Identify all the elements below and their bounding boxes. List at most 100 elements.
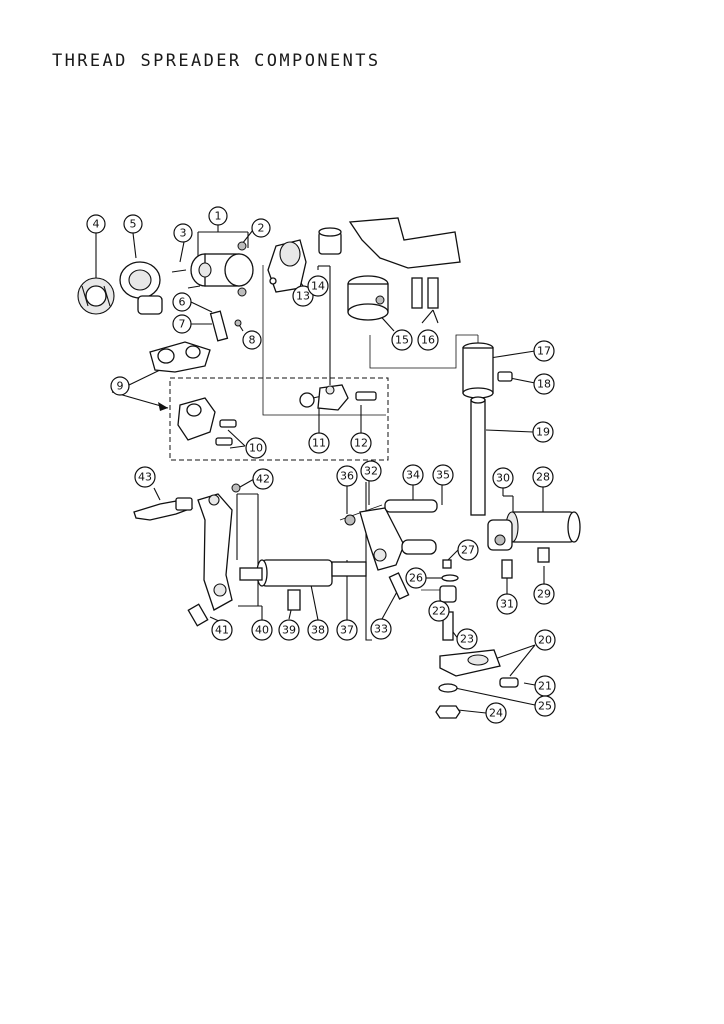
part-lever-bracket	[347, 217, 461, 321]
part-needle-bearing	[77, 277, 115, 315]
part-bearing-holder	[119, 261, 163, 315]
svg-text:11: 11	[312, 437, 326, 450]
callout-39: 39	[278, 619, 300, 641]
callout-40: 40	[251, 619, 273, 641]
callout-10: 10	[245, 437, 267, 459]
svg-text:8: 8	[249, 334, 256, 347]
svg-text:28: 28	[536, 471, 550, 484]
svg-text:27: 27	[461, 544, 475, 557]
svg-text:24: 24	[489, 707, 503, 720]
callout-7: 7	[172, 314, 192, 334]
svg-text:16: 16	[421, 334, 435, 347]
svg-text:42: 42	[256, 473, 270, 486]
callout-21: 21	[534, 675, 556, 697]
svg-text:38: 38	[311, 624, 325, 637]
callout-9: 9	[110, 376, 130, 396]
callout-36: 36	[336, 465, 358, 487]
callout-19: 19	[532, 421, 554, 443]
callout-14: 14	[307, 275, 329, 297]
svg-text:43: 43	[138, 471, 152, 484]
callout-30: 30	[492, 467, 514, 489]
svg-text:39: 39	[282, 624, 296, 637]
callout-13: 13	[292, 285, 314, 307]
callout-35: 35	[432, 464, 454, 486]
svg-text:13: 13	[296, 290, 310, 303]
svg-text:30: 30	[496, 472, 510, 485]
svg-text:37: 37	[340, 624, 354, 637]
callout-11: 11	[308, 432, 330, 454]
callout-17: 17	[533, 340, 555, 362]
part-bell-crank	[187, 483, 241, 627]
part-crank	[267, 239, 307, 293]
callout-18: 18	[533, 373, 555, 395]
svg-text:1: 1	[215, 210, 222, 223]
svg-text:22: 22	[432, 605, 446, 618]
callout-37: 37	[336, 619, 358, 641]
part-main-shaft	[239, 559, 367, 611]
callouts: 1 2 3 4 5 6 7 8 9 10 11 12 13 14 15 16 1…	[86, 206, 556, 724]
svg-text:25: 25	[538, 700, 552, 713]
svg-text:36: 36	[340, 470, 354, 483]
callout-25: 25	[534, 695, 556, 717]
svg-text:15: 15	[395, 334, 409, 347]
svg-text:4: 4	[93, 218, 100, 231]
svg-text:5: 5	[130, 218, 137, 231]
svg-text:14: 14	[311, 280, 325, 293]
callout-23: 23	[456, 628, 478, 650]
svg-text:19: 19	[536, 426, 550, 439]
callout-16: 16	[417, 329, 439, 351]
callout-31: 31	[496, 593, 518, 615]
svg-text:3: 3	[180, 227, 187, 240]
part-clamp-upper	[149, 341, 211, 373]
svg-text:12: 12	[354, 437, 368, 450]
callout-27: 27	[457, 539, 479, 561]
callout-41: 41	[211, 619, 233, 641]
part-ball-joint	[299, 384, 377, 411]
page-title: THREAD SPREADER COMPONENTS	[52, 51, 381, 71]
part-thread-spreader	[133, 497, 194, 521]
svg-text:33: 33	[374, 623, 388, 636]
svg-text:26: 26	[409, 572, 423, 585]
callout-15: 15	[391, 329, 413, 351]
part-eccentric-cam	[171, 241, 254, 297]
callout-24: 24	[485, 702, 507, 724]
svg-text:20: 20	[538, 634, 552, 647]
part-link-arm	[344, 499, 438, 600]
svg-text:32: 32	[364, 465, 378, 478]
callout-6: 6	[172, 292, 192, 312]
callout-4: 4	[86, 214, 106, 234]
part-guide-shaft	[462, 342, 513, 516]
callout-32: 32	[360, 460, 382, 482]
part-pin-and-screws	[209, 310, 242, 342]
svg-text:31: 31	[500, 598, 514, 611]
callout-43: 43	[134, 466, 156, 488]
svg-text:9: 9	[117, 380, 124, 393]
part-lower-mount	[435, 559, 519, 719]
callout-33: 33	[370, 618, 392, 640]
subassembly-dashed-box	[169, 377, 389, 461]
part-clamp-lower	[177, 397, 237, 446]
part-collar	[487, 519, 550, 579]
callout-22: 22	[428, 600, 450, 622]
callout-20: 20	[534, 629, 556, 651]
svg-text:7: 7	[179, 318, 186, 331]
svg-text:18: 18	[537, 378, 551, 391]
svg-text:17: 17	[537, 345, 551, 358]
callout-3: 3	[173, 223, 193, 243]
svg-text:10: 10	[249, 442, 263, 455]
svg-text:40: 40	[255, 624, 269, 637]
svg-text:35: 35	[436, 469, 450, 482]
callout-5: 5	[123, 214, 143, 234]
part-roller	[318, 227, 342, 255]
subassembly-arrowhead	[158, 402, 168, 411]
callout-2: 2	[251, 218, 271, 238]
callout-12: 12	[350, 432, 372, 454]
svg-text:23: 23	[460, 633, 474, 646]
svg-text:29: 29	[537, 588, 551, 601]
callout-8: 8	[242, 330, 262, 350]
callout-26: 26	[405, 567, 427, 589]
svg-text:6: 6	[179, 296, 186, 309]
svg-text:41: 41	[215, 624, 229, 637]
